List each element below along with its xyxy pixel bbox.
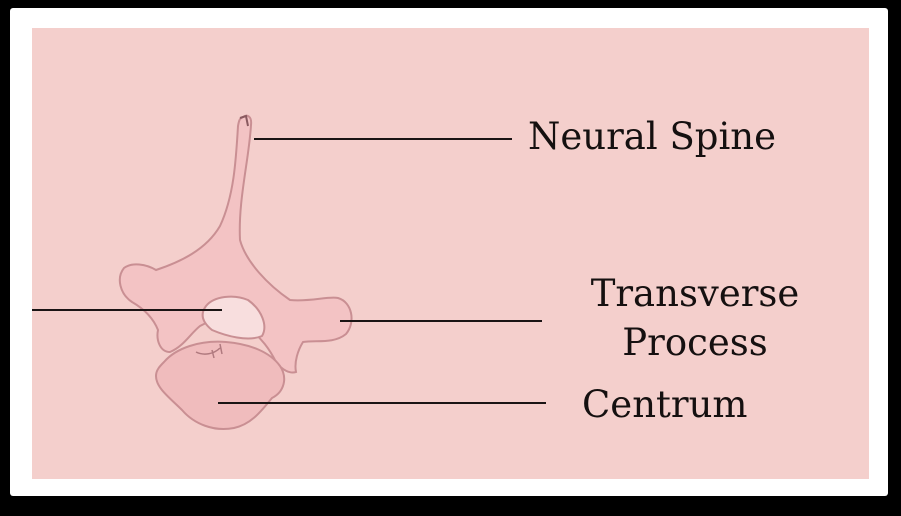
vertebral-foramen [201,295,266,340]
centrum-label: Centrum [582,383,748,426]
transverse-process-label-line1: Transverse [590,272,800,315]
centrum-detail [195,343,223,359]
vertebra-bone [118,114,353,430]
transverse-process-label-line2: Process [622,321,768,364]
spine-tip-detail [239,114,249,127]
neural-spine-label: Neural Spine [528,115,777,158]
centrum-shape [154,340,286,430]
